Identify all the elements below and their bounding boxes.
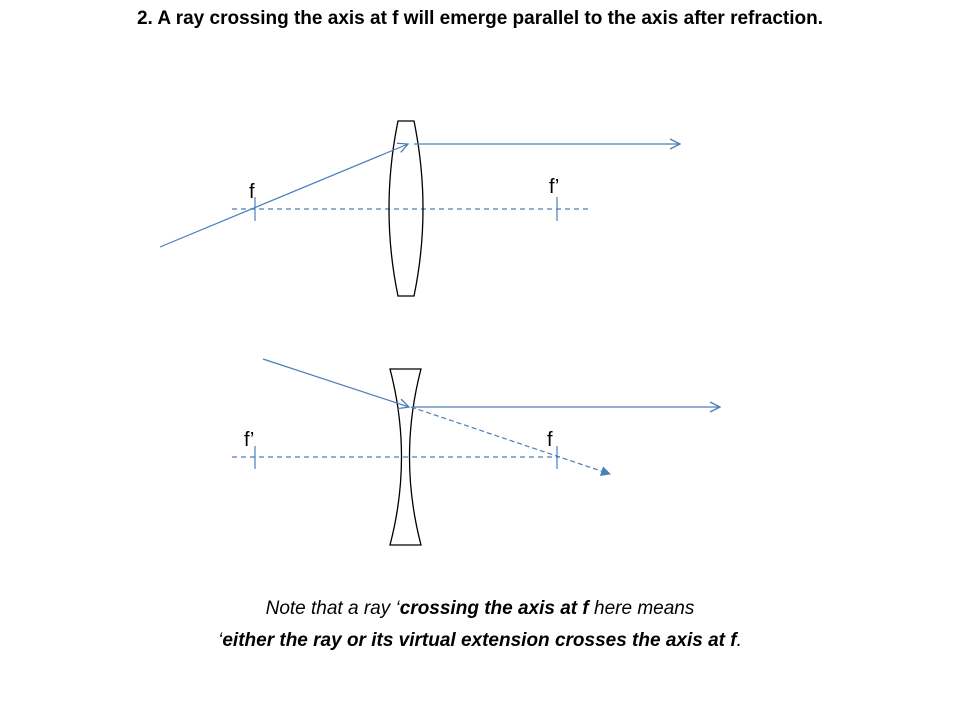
note-text: here means	[588, 598, 695, 619]
label-f-prime-bottom: f’	[244, 429, 254, 451]
concave-lens-diagram: f’ f	[232, 358, 720, 546]
convex-lens	[388, 120, 424, 297]
note-text: ‘	[218, 630, 223, 651]
convex-lens-diagram: f f’	[159, 120, 680, 297]
note-line-2: ‘either the ray or its virtual extension…	[0, 630, 960, 652]
note-text: Note that a ray ‘	[265, 598, 400, 619]
label-f-prime-top: f’	[549, 176, 559, 198]
concave-lens	[389, 368, 422, 546]
note-line-1: Note that a ray ‘crossing the axis at f …	[0, 598, 960, 620]
note-text: .	[736, 630, 742, 651]
incident-ray-top	[159, 144, 408, 248]
virtual-extension-ray	[410, 406, 611, 476]
label-f-top: f	[249, 181, 255, 203]
note-emphasis: either the ray or its virtual extension …	[222, 630, 737, 651]
incident-ray-bottom	[262, 358, 409, 407]
note-emphasis: crossing the axis at f	[399, 598, 589, 619]
label-f-bottom: f	[547, 429, 553, 451]
page-title: 2. A ray crossing the axis at f will eme…	[136, 8, 823, 29]
